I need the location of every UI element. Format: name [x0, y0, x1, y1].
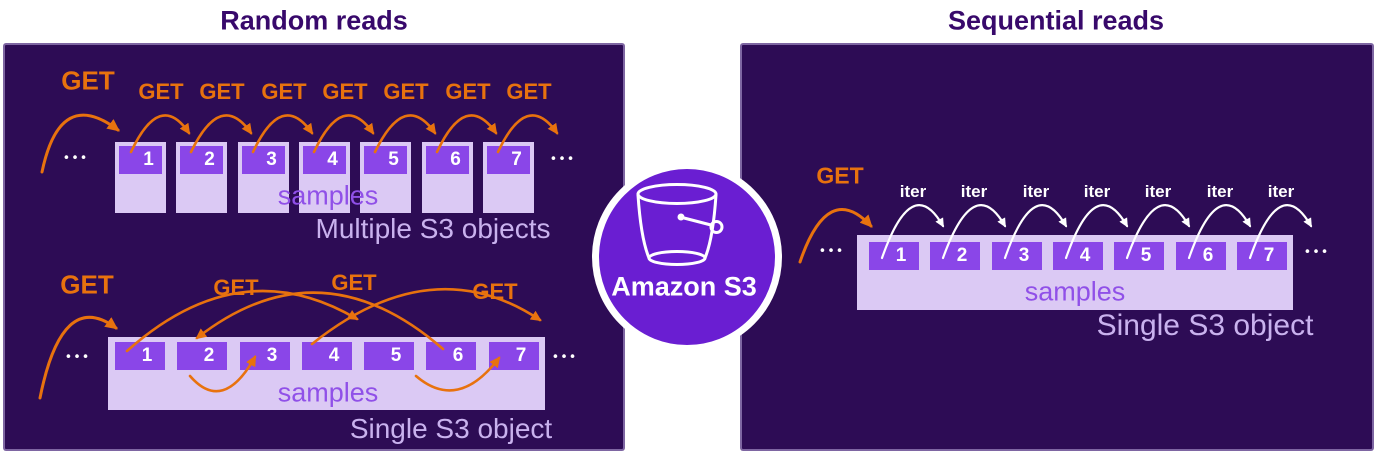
- ellipsis: •••: [66, 348, 92, 364]
- caption-multiple-s3-objects: Multiple S3 objects: [315, 213, 551, 244]
- caption-single-s3-object: Single S3 object: [349, 413, 553, 444]
- sample-box: 1: [869, 242, 919, 270]
- get-label: GET: [60, 269, 114, 300]
- iter-label: iter: [1083, 182, 1111, 201]
- iter-label: iter: [899, 182, 927, 201]
- get-label: GET: [213, 275, 259, 300]
- get-label: GET: [199, 79, 245, 104]
- sample-box: 2: [930, 242, 980, 270]
- sample-card: 7: [483, 142, 534, 213]
- get-label: GET: [322, 79, 368, 104]
- sample-box: 3: [240, 342, 290, 370]
- sample-box: 7: [1237, 242, 1287, 270]
- get-label: GET: [138, 79, 184, 104]
- iter-label: iter: [1206, 182, 1234, 201]
- sample-box: 6: [426, 146, 469, 174]
- amazon-s3-label: Amazon S3: [611, 271, 757, 302]
- get-label: GET: [61, 65, 115, 96]
- sequential-reads-title: Sequential reads: [947, 5, 1165, 36]
- ellipsis: •••: [553, 348, 579, 364]
- get-label: GET: [472, 279, 518, 304]
- ellipsis: •••: [64, 149, 90, 165]
- sample-box: 1: [115, 342, 165, 370]
- sample-box: 5: [364, 342, 414, 370]
- samples-label: samples: [277, 377, 379, 408]
- sample-box: 2: [177, 342, 227, 370]
- sample-box: 6: [426, 342, 476, 370]
- sample-box: 1: [119, 146, 162, 174]
- samples-label: samples: [277, 180, 379, 211]
- sample-box: 5: [364, 146, 407, 174]
- sample-box: 5: [1114, 242, 1164, 270]
- sample-box: 4: [1053, 242, 1103, 270]
- iter-label: iter: [1022, 182, 1050, 201]
- ellipsis: •••: [820, 242, 846, 258]
- caption-single-s3-object: Single S3 object: [1096, 309, 1314, 342]
- sample-card: 2: [176, 142, 227, 213]
- random-reads-title: Random reads: [220, 5, 408, 36]
- sample-card: 1: [115, 142, 166, 213]
- get-label: GET: [816, 162, 864, 189]
- samples-label: samples: [1024, 276, 1126, 307]
- sample-box: 3: [242, 146, 285, 174]
- sample-box: 4: [303, 146, 346, 174]
- iter-label: iter: [1267, 182, 1295, 201]
- amazon-s3-badge: [592, 162, 782, 352]
- iter-label: iter: [960, 182, 988, 201]
- get-label: GET: [261, 79, 307, 104]
- sample-box: 3: [992, 242, 1042, 270]
- sample-box: 4: [302, 342, 352, 370]
- sample-box: 7: [487, 146, 530, 174]
- iter-label: iter: [1144, 182, 1172, 201]
- sample-box: 6: [1176, 242, 1226, 270]
- get-label: GET: [383, 79, 429, 104]
- get-label: GET: [331, 270, 377, 295]
- sample-box: 7: [489, 342, 539, 370]
- sample-box: 2: [180, 146, 223, 174]
- ellipsis: •••: [551, 150, 577, 166]
- get-label: GET: [506, 79, 552, 104]
- sample-card: 6: [422, 142, 473, 213]
- ellipsis: •••: [1305, 243, 1331, 259]
- get-label: GET: [445, 79, 491, 104]
